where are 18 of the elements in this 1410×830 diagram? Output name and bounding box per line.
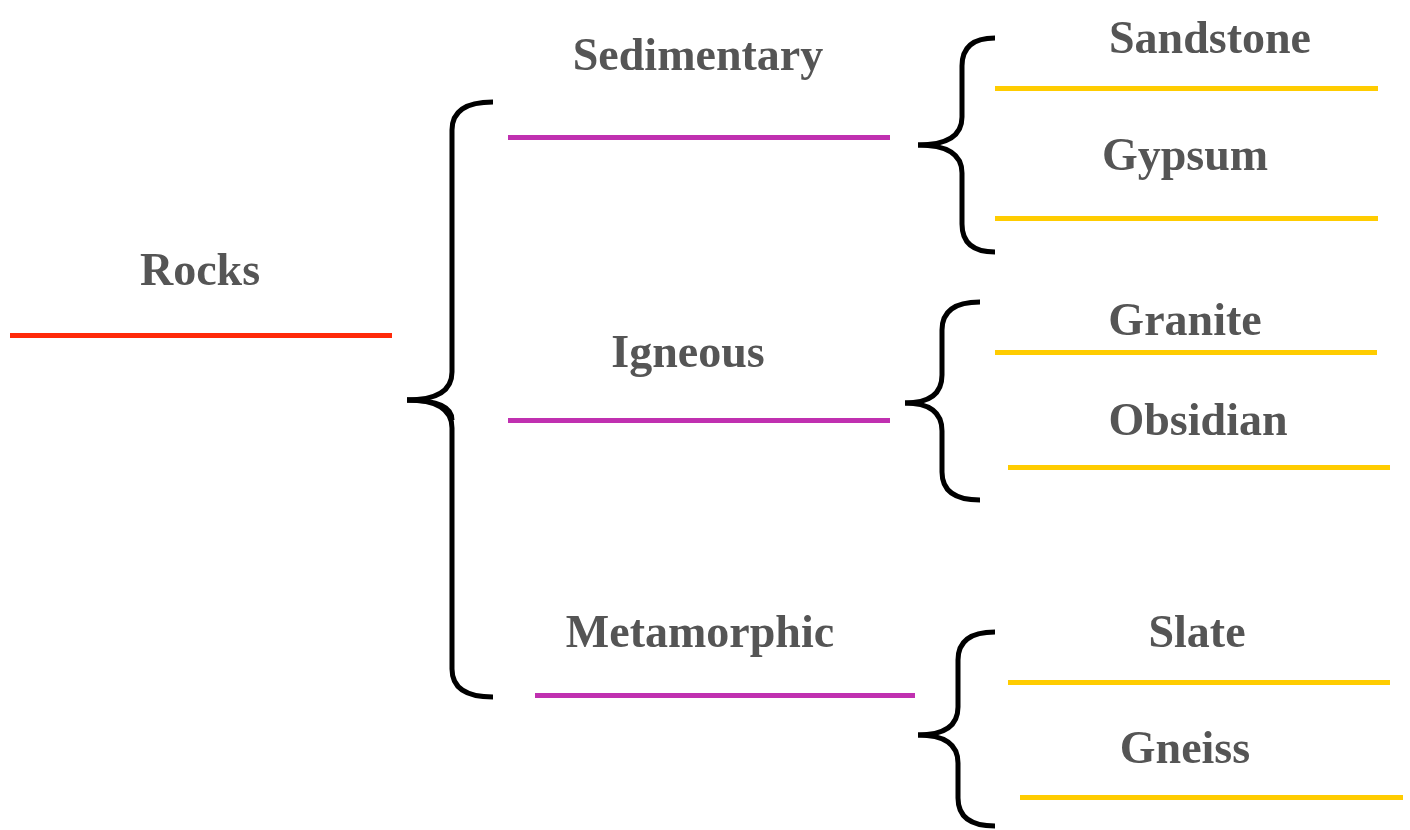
brace-connector [917,35,996,148]
underlined-label: Sandstone [995,10,1380,95]
underlined-label: Obsidian [980,390,1392,505]
underlined-label: Gneiss [995,715,1405,828]
brace-connector [406,397,494,700]
brace-connector [917,732,996,829]
underlined-label: Slate [995,602,1392,690]
underlined-label: Gypsum [995,125,1380,255]
underlined-label: Granite [980,292,1380,360]
brace-connector [917,142,996,255]
underlined-label: Sedimentary [493,25,918,150]
brace-connector [904,400,981,503]
brace-connector [904,299,981,406]
underlined-label: Metamorphic [493,600,918,740]
brace-connector [917,629,996,738]
underlined-label: Rocks [10,230,407,405]
brace-connector [406,99,494,403]
underlined-label: Igneous [452,320,905,440]
